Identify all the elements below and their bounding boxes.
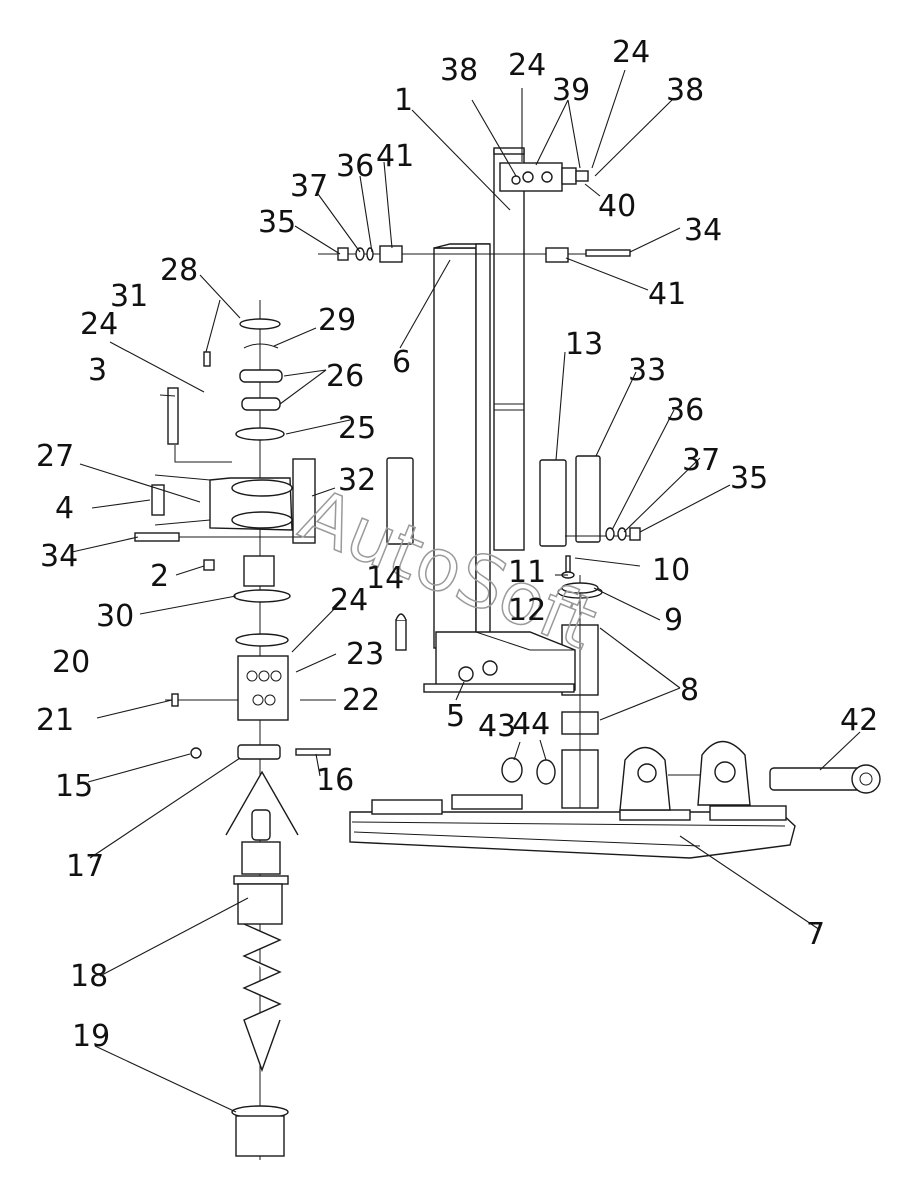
leader-lines [71, 69, 861, 1113]
hinge-pin [769, 764, 881, 794]
rear-column [493, 147, 525, 551]
callout-4: 4 [55, 491, 74, 526]
callout-24-left: 24 [80, 307, 118, 342]
callout-8: 8 [680, 673, 699, 708]
hinge-brackets [619, 740, 751, 811]
callout-35-right: 35 [730, 461, 768, 496]
callout-17: 17 [66, 849, 104, 884]
callout-labels: 1 38 24 39 24 38 40 34 41 6 35 37 36 41 … [36, 35, 878, 1054]
tool-head-assembly [134, 300, 331, 1160]
top-fastener-row [318, 245, 631, 263]
callout-23: 23 [346, 637, 384, 672]
callout-5: 5 [446, 699, 465, 734]
callout-15: 15 [55, 769, 93, 804]
callout-34-left: 34 [40, 539, 78, 574]
callout-32: 32 [338, 463, 376, 498]
callout-37-right: 37 [682, 443, 720, 478]
callout-34-right: 34 [684, 213, 722, 248]
callout-16: 16 [316, 763, 354, 798]
callout-38-top-left: 38 [440, 53, 478, 88]
callout-19: 19 [72, 1019, 110, 1054]
callout-35-top: 35 [258, 205, 296, 240]
callout-31: 31 [110, 279, 148, 314]
callout-42: 42 [840, 703, 878, 738]
callout-3: 3 [88, 353, 107, 388]
callout-2: 2 [150, 559, 169, 594]
side-plates [539, 455, 641, 547]
callout-21: 21 [36, 703, 74, 738]
callout-1: 1 [394, 83, 413, 118]
callout-14: 14 [366, 561, 404, 596]
callout-22: 22 [342, 683, 380, 718]
callout-38-top-right: 38 [666, 73, 704, 108]
callout-30: 30 [96, 599, 134, 634]
callout-24-top-right: 24 [612, 35, 650, 70]
callout-37-top: 37 [290, 169, 328, 204]
column-plate [386, 457, 414, 545]
callout-28: 28 [160, 253, 198, 288]
callout-10: 10 [652, 553, 690, 588]
callout-13: 13 [565, 327, 603, 362]
callout-6: 6 [392, 345, 411, 380]
callout-9: 9 [664, 603, 683, 638]
callout-36-top: 36 [336, 149, 374, 184]
pin-14 [395, 613, 407, 651]
callout-27: 27 [36, 439, 74, 474]
callout-29: 29 [318, 303, 356, 338]
top-bracket [499, 162, 589, 192]
callout-24-top: 24 [508, 48, 546, 83]
callout-40: 40 [598, 189, 636, 224]
callout-41-top: 41 [376, 139, 414, 174]
callout-39: 39 [552, 73, 590, 108]
callout-36-right: 36 [666, 393, 704, 428]
main-column [423, 243, 576, 693]
base-plate [349, 794, 796, 859]
callout-25: 25 [338, 411, 376, 446]
washer-43 [501, 757, 523, 783]
callout-43: 43 [478, 709, 516, 744]
callout-11: 11 [508, 555, 546, 590]
callout-24-mid: 24 [330, 583, 368, 618]
callout-12: 12 [508, 593, 546, 628]
lock-washer-44 [536, 759, 556, 785]
callout-7: 7 [806, 917, 825, 952]
callout-18: 18 [70, 959, 108, 994]
callout-20: 20 [52, 645, 90, 680]
callout-41-right: 41 [648, 277, 686, 312]
callout-26: 26 [326, 359, 364, 394]
callout-33: 33 [628, 353, 666, 388]
callout-44: 44 [512, 707, 550, 742]
